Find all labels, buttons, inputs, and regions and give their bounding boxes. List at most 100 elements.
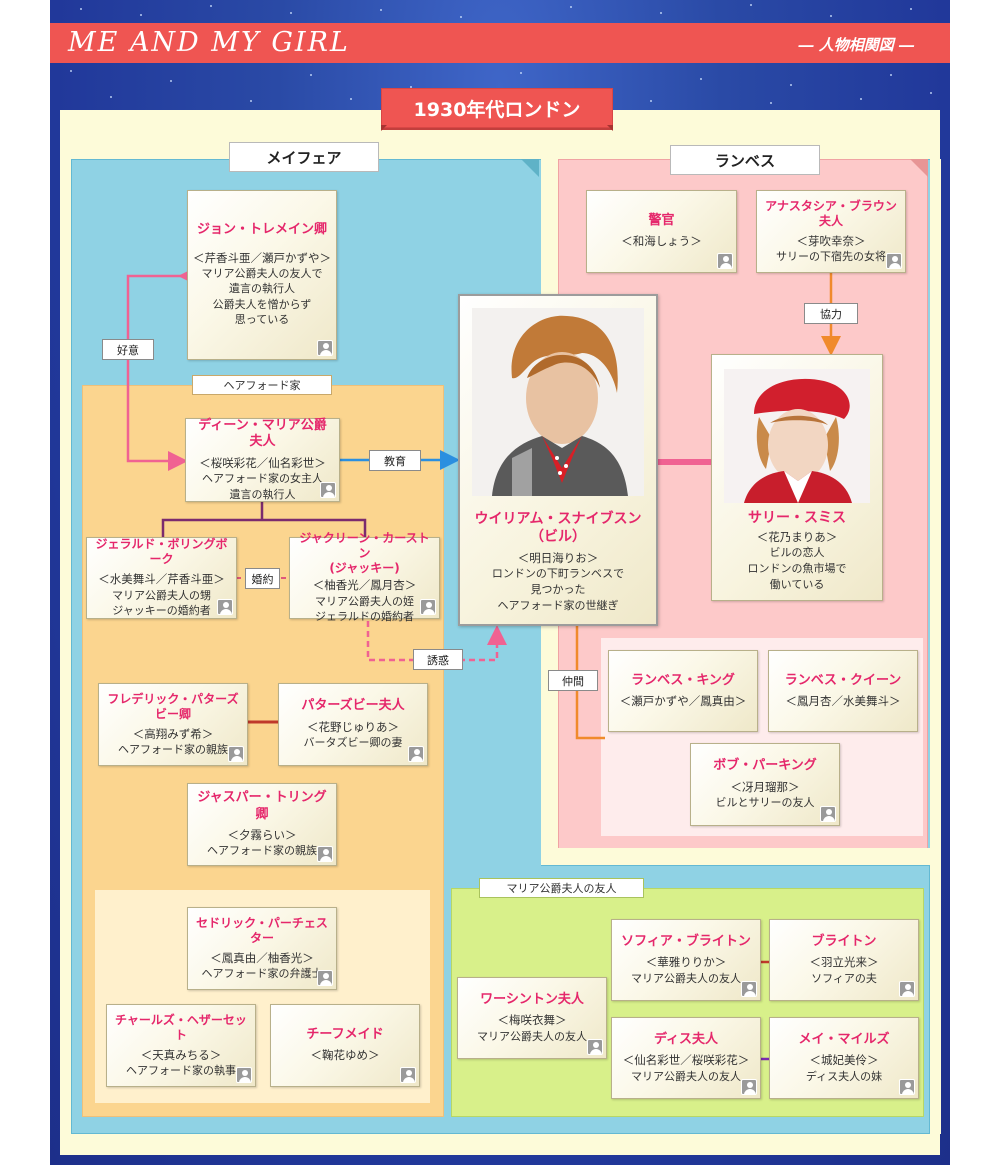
card-frederick[interactable]: フレデリック・パターズビー卿 ＜高翔みず希＞ ヘアフォード家の親族 — [98, 683, 248, 766]
character-name: ボブ・パーキング — [713, 758, 817, 774]
character-cast: ＜花野じゅりあ＞ — [307, 720, 399, 736]
character-desc: マリア公爵夫人の友人 — [631, 1069, 741, 1084]
character-desc: ディス夫人の妹 — [806, 1069, 882, 1084]
character-desc: マリア公爵夫人の甥 ジャッキーの婚約者 — [112, 588, 211, 619]
card-charles[interactable]: チャールズ・ヘザーセット ＜天真みちる＞ ヘアフォード家の執事 — [106, 1004, 256, 1087]
user-avatar-icon[interactable] — [217, 599, 233, 615]
character-cast: ＜水美舞斗／芹香斗亜＞ — [98, 572, 225, 588]
user-avatar-icon[interactable] — [899, 981, 915, 997]
character-desc: ヘアフォード家の女主人 遺言の執行人 — [202, 471, 323, 502]
relation-engaged: 婚約 — [245, 568, 280, 589]
character-name: 警官 — [648, 213, 674, 229]
sally-portrait — [724, 369, 870, 503]
user-avatar-icon[interactable] — [886, 253, 902, 269]
relation-companions: 仲間 — [548, 670, 598, 691]
character-desc: サリーの下宿先の女将 — [776, 249, 886, 264]
character-name: ジェラルド・ボリングボーク — [93, 537, 230, 567]
character-cast: ＜城妃美伶＞ — [810, 1053, 879, 1069]
character-desc: ヘアフォード家の弁護士 — [202, 966, 323, 981]
character-name: メイ・マイルズ — [798, 1032, 889, 1048]
character-name: セドリック・パーチェスター — [194, 916, 330, 946]
character-name: チャールズ・ヘザーセット — [113, 1013, 249, 1043]
character-name: ジャクリーン・カーストン (ジャッキー) — [296, 531, 433, 576]
card-police[interactable]: 警官 ＜和海しょう＞ — [586, 190, 737, 273]
card-maria[interactable]: ディーン・マリア公爵夫人 ＜桜咲彩花／仙名彩世＞ ヘアフォード家の女主人 遺言の… — [185, 418, 340, 502]
character-cast: ＜梅咲衣舞＞ — [498, 1013, 567, 1029]
user-avatar-icon[interactable] — [408, 746, 424, 762]
character-cast: ＜芹香斗亜／瀬戸かずや＞ — [193, 251, 331, 267]
character-cast: ＜鞠花ゆめ＞ — [311, 1048, 380, 1064]
card-lambeth-king[interactable]: ランベス・キング ＜瀬戸かずや／鳳真由＞ — [608, 650, 758, 732]
card-bob[interactable]: ボブ・パーキング ＜冴月瑠那＞ ビルとサリーの友人 — [690, 743, 840, 826]
character-name: パターズビー夫人 — [301, 698, 404, 714]
user-avatar-icon[interactable] — [741, 981, 757, 997]
character-desc: ヘアフォード家の親族 — [118, 742, 228, 757]
character-name: アナスタシア・ブラウン夫人 — [763, 199, 899, 229]
character-name: フレデリック・パターズビー卿 — [105, 692, 241, 722]
character-desc: マリア公爵夫人の友人 — [631, 971, 741, 986]
card-gerald[interactable]: ジェラルド・ボリングボーク ＜水美舞斗／芹香斗亜＞ マリア公爵夫人の甥 ジャッキ… — [86, 537, 237, 619]
character-cast: ＜天真みちる＞ — [141, 1048, 222, 1064]
character-name: チーフメイド — [306, 1027, 383, 1043]
bill-portrait — [472, 308, 644, 496]
character-desc: マリア公爵夫人の友人 — [477, 1029, 587, 1044]
bill-cast: ＜明日海りお＞ — [460, 550, 656, 566]
card-worthington[interactable]: ワーシントン夫人 ＜梅咲衣舞＞ マリア公爵夫人の友人 — [457, 977, 607, 1059]
portrait-illustration — [472, 308, 644, 496]
user-avatar-icon[interactable] — [228, 746, 244, 762]
character-cast: ＜仙名彩世／桜咲彩花＞ — [623, 1053, 750, 1069]
character-cast: ＜鳳真由／柚香光＞ — [210, 951, 314, 967]
sally-name: サリー・スミス — [712, 507, 882, 527]
character-cast: ＜夕霧らい＞ — [228, 828, 297, 844]
character-cast: ＜冴月瑠那＞ — [731, 780, 800, 796]
character-name: ディス夫人 — [654, 1032, 718, 1048]
user-avatar-icon[interactable] — [317, 340, 333, 356]
user-avatar-icon[interactable] — [420, 599, 436, 615]
card-anastasia[interactable]: アナスタシア・ブラウン夫人 ＜芽吹幸奈＞ サリーの下宿先の女将 — [756, 190, 906, 273]
card-bill[interactable]: ウイリアム・スナイブスン （ビル） ＜明日海りお＞ ロンドンの下町ランベスで 見… — [458, 294, 658, 626]
character-name: ワーシントン夫人 — [480, 992, 584, 1008]
card-jackie[interactable]: ジャクリーン・カーストン (ジャッキー) ＜柚香光／鳳月杏＞ マリア公爵夫人の姪… — [289, 537, 440, 619]
character-cast: ＜羽立光来＞ — [810, 955, 879, 971]
character-cast: ＜鳳月杏／水美舞斗＞ — [786, 694, 901, 710]
user-avatar-icon[interactable] — [587, 1039, 603, 1055]
bill-desc: ロンドンの下町ランベスで 見つかった ヘアフォード家の世継ぎ — [460, 566, 656, 614]
bill-name: ウイリアム・スナイブスン （ビル） — [460, 510, 656, 546]
card-john-tremayne[interactable]: ジョン・トレメイン卿 ＜芹香斗亜／瀬戸かずや＞ マリア公爵夫人の友人で 遺言の執… — [187, 190, 337, 360]
character-cast: ＜柚香光／鳳月杏＞ — [313, 578, 417, 594]
relation-seduction: 誘惑 — [413, 649, 463, 670]
card-brighton[interactable]: ブライトン ＜羽立光来＞ ソフィアの夫 — [769, 919, 919, 1001]
character-desc: ソフィアの夫 — [811, 971, 877, 986]
character-desc: ヘアフォード家の執事 — [126, 1063, 236, 1078]
card-sophia[interactable]: ソフィア・ブライトン ＜華雅りりか＞ マリア公爵夫人の友人 — [611, 919, 761, 1001]
user-avatar-icon[interactable] — [317, 970, 333, 986]
character-desc: ヘアフォード家の親族 — [207, 843, 317, 858]
character-desc: マリア公爵夫人の友人で 遺言の執行人 公爵夫人を憎からず 思っている — [202, 266, 323, 328]
character-cast: ＜高翔みず希＞ — [133, 727, 214, 743]
card-jasper[interactable]: ジャスパー・トリング卿 ＜夕霧らい＞ ヘアフォード家の親族 — [187, 783, 337, 866]
relation-cooperation: 協力 — [804, 303, 858, 324]
character-name: ソフィア・ブライトン — [621, 934, 751, 950]
character-name: ブライトン — [811, 934, 876, 950]
user-avatar-icon[interactable] — [820, 806, 836, 822]
affection-line — [128, 276, 183, 461]
character-cast: ＜和海しょう＞ — [621, 234, 702, 250]
card-mrs-battersby[interactable]: パターズビー夫人 ＜花野じゅりあ＞ バータズビー卿の妻 — [278, 683, 428, 766]
character-name: ランベス・キング — [631, 673, 735, 689]
card-may-miles[interactable]: メイ・マイルズ ＜城妃美伶＞ ディス夫人の妹 — [769, 1017, 919, 1099]
user-avatar-icon[interactable] — [899, 1079, 915, 1095]
card-mrs-diss[interactable]: ディス夫人 ＜仙名彩世／桜咲彩花＞ マリア公爵夫人の友人 — [611, 1017, 761, 1099]
card-lambeth-queen[interactable]: ランベス・クイーン ＜鳳月杏／水美舞斗＞ — [768, 650, 918, 732]
character-desc: ビルとサリーの友人 — [716, 795, 815, 810]
character-name: ジャスパー・トリング卿 — [194, 790, 330, 823]
user-avatar-icon[interactable] — [741, 1079, 757, 1095]
user-avatar-icon[interactable] — [400, 1067, 416, 1083]
card-cedric[interactable]: セドリック・パーチェスター ＜鳳真由／柚香光＞ ヘアフォード家の弁護士 — [187, 907, 337, 990]
card-chief-maid[interactable]: チーフメイド ＜鞠花ゆめ＞ — [270, 1004, 420, 1087]
user-avatar-icon[interactable] — [236, 1067, 252, 1083]
user-avatar-icon[interactable] — [317, 846, 333, 862]
card-sally[interactable]: サリー・スミス ＜花乃まりあ＞ ビルの恋人 ロンドンの魚市場で 働いている — [711, 354, 883, 601]
user-avatar-icon[interactable] — [717, 253, 733, 269]
user-avatar-icon[interactable] — [320, 482, 336, 498]
portrait-illustration — [724, 369, 870, 503]
